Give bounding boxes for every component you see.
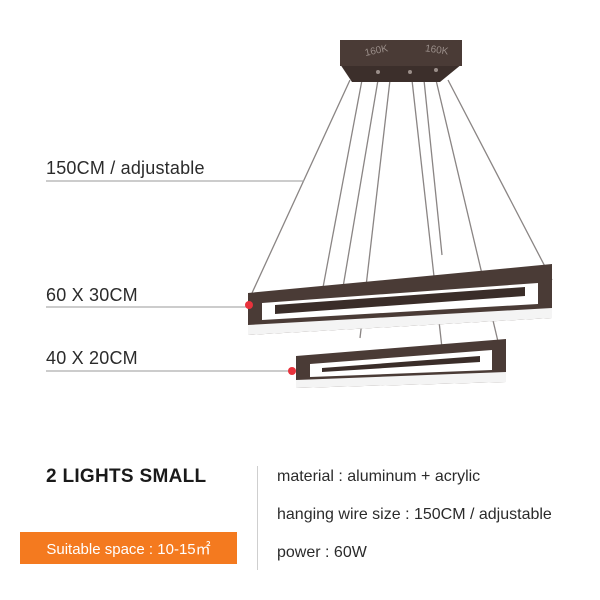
small-ring-size-label: 40 X 20CM xyxy=(46,348,138,368)
cable-length-label: 150CM / adjustable xyxy=(46,158,205,178)
canopy-mark-left: 160K xyxy=(364,43,389,59)
large-ring-size-label: 60 X 30CM xyxy=(46,285,138,305)
variant-title: 2 LIGHTS SMALL xyxy=(46,466,207,487)
spec-list: material : aluminum + acrylic hanging wi… xyxy=(277,466,552,580)
spec-wire-size: hanging wire size : 150CM / adjustable xyxy=(277,506,552,523)
spec-power: power : 60W xyxy=(277,544,367,561)
spec-divider xyxy=(257,466,258,570)
marker-dot-small xyxy=(288,367,296,375)
spec-material: material : aluminum + acrylic xyxy=(277,468,481,485)
callout-leaders xyxy=(46,180,304,372)
ceiling-canopy: 160K 160K xyxy=(340,40,462,82)
canopy-mark-right: 160K xyxy=(424,43,449,57)
marker-dot-large xyxy=(245,301,253,309)
suitable-space-badge: Suitable space : 10-15㎡ xyxy=(20,532,237,564)
large-ring xyxy=(248,264,552,335)
suspension-wires xyxy=(251,79,553,351)
small-ring xyxy=(296,339,506,388)
